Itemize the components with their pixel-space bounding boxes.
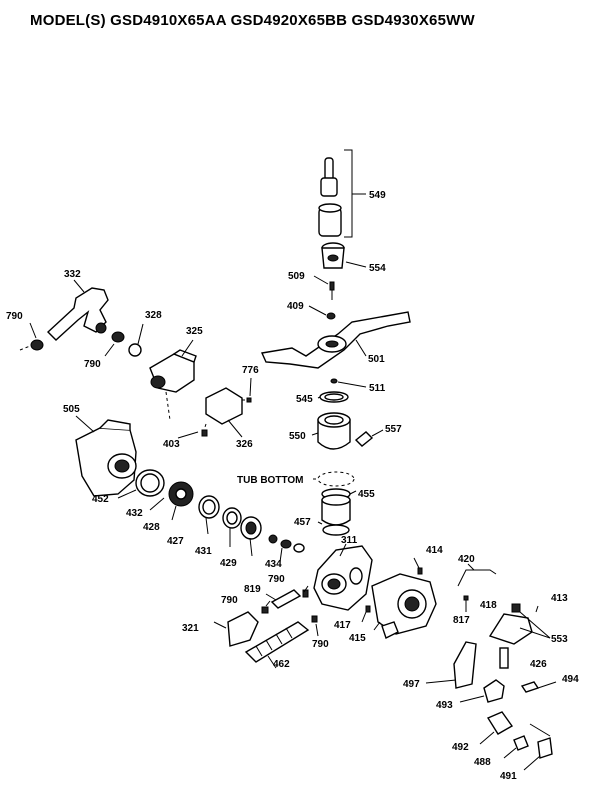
label-413: 413 bbox=[551, 593, 568, 604]
label-776: 776 bbox=[242, 365, 259, 376]
label-332: 332 bbox=[64, 269, 81, 280]
label-403: 403 bbox=[163, 439, 180, 450]
label-418: 418 bbox=[480, 600, 497, 611]
label-790-mid: 790 bbox=[84, 359, 101, 370]
label-817: 817 bbox=[453, 615, 470, 626]
label-452: 452 bbox=[92, 494, 109, 505]
sump-505 bbox=[75, 415, 137, 497]
tub-bottom bbox=[313, 471, 355, 487]
label-554: 554 bbox=[369, 263, 386, 274]
label-501: 501 bbox=[368, 354, 385, 365]
label-545: 545 bbox=[296, 394, 313, 405]
label-550: 550 bbox=[289, 431, 306, 442]
label-790-left: 790 bbox=[6, 311, 23, 322]
label-492: 492 bbox=[452, 742, 469, 753]
pump-ring-row bbox=[117, 469, 262, 557]
parts-488-491 bbox=[503, 735, 553, 771]
small-parts-509-409 bbox=[308, 275, 336, 320]
label-462: 462 bbox=[273, 659, 290, 670]
label-434: 434 bbox=[265, 559, 282, 570]
label-819: 819 bbox=[244, 584, 261, 595]
connector-434 bbox=[268, 534, 305, 563]
label-511: 511 bbox=[369, 383, 386, 394]
label-414: 414 bbox=[426, 545, 443, 556]
bracket-497 bbox=[425, 641, 477, 689]
pump-cover bbox=[311, 412, 351, 450]
clip-493-494 bbox=[459, 679, 557, 703]
label-328: 328 bbox=[145, 310, 162, 321]
label-509: 509 bbox=[288, 271, 305, 282]
label-427: 427 bbox=[167, 536, 184, 547]
parts-819-790 bbox=[261, 585, 309, 614]
label-426: 426 bbox=[530, 659, 547, 670]
label-557: 557 bbox=[385, 424, 402, 435]
spray-arm bbox=[260, 311, 411, 369]
label-494: 494 bbox=[562, 674, 579, 685]
label-491: 491 bbox=[500, 771, 517, 782]
label-488: 488 bbox=[474, 757, 491, 768]
label-455: 455 bbox=[358, 489, 375, 500]
upper-spray-tube bbox=[318, 149, 366, 238]
label-325: 325 bbox=[186, 326, 203, 337]
label-409: 409 bbox=[287, 301, 304, 312]
label-553: 553 bbox=[551, 634, 568, 645]
label-457: 457 bbox=[294, 517, 311, 528]
parts-414-420-817 bbox=[361, 557, 497, 623]
model-title: MODEL(S) GSD4910X65AA GSD4920X65BB GSD49… bbox=[30, 12, 475, 29]
label-790-bottom: 790 bbox=[312, 639, 329, 650]
hose-clamp-790 bbox=[19, 322, 44, 351]
label-790-upper: 790 bbox=[268, 574, 285, 585]
label-549: 549 bbox=[369, 190, 386, 201]
label-tub-bottom: TUB BOTTOM bbox=[237, 475, 303, 486]
spray-arm-seal-parts bbox=[317, 378, 367, 403]
label-431: 431 bbox=[195, 546, 212, 557]
switch-492 bbox=[479, 711, 551, 745]
label-429: 429 bbox=[220, 558, 237, 569]
label-790-lower: 790 bbox=[221, 595, 238, 606]
hose-462 bbox=[244, 615, 319, 669]
label-417: 417 bbox=[334, 620, 351, 631]
motor-415 bbox=[371, 573, 437, 639]
screw-776 bbox=[242, 377, 252, 403]
label-432: 432 bbox=[126, 508, 143, 519]
label-321: 321 bbox=[182, 623, 199, 634]
label-415: 415 bbox=[349, 633, 366, 644]
label-311: 311 bbox=[341, 535, 358, 546]
pump-311 bbox=[313, 543, 373, 611]
seals-455-457 bbox=[317, 488, 357, 536]
bracket-326 bbox=[177, 387, 243, 439]
label-497: 497 bbox=[403, 679, 420, 690]
bracket-321 bbox=[213, 611, 259, 647]
bracket-557 bbox=[354, 429, 384, 447]
spray-tube-nut bbox=[321, 242, 367, 269]
label-493: 493 bbox=[436, 700, 453, 711]
bracket-553 bbox=[488, 603, 551, 669]
label-505: 505 bbox=[63, 404, 80, 415]
tube-332 bbox=[46, 279, 109, 341]
label-420: 420 bbox=[458, 554, 475, 565]
fitting-790-328 bbox=[104, 323, 144, 357]
valve-325 bbox=[149, 339, 197, 421]
callout-labels: 549 554 509 409 501 511 545 550 557 332 … bbox=[6, 190, 579, 782]
label-428: 428 bbox=[143, 522, 160, 533]
label-326: 326 bbox=[236, 439, 253, 450]
